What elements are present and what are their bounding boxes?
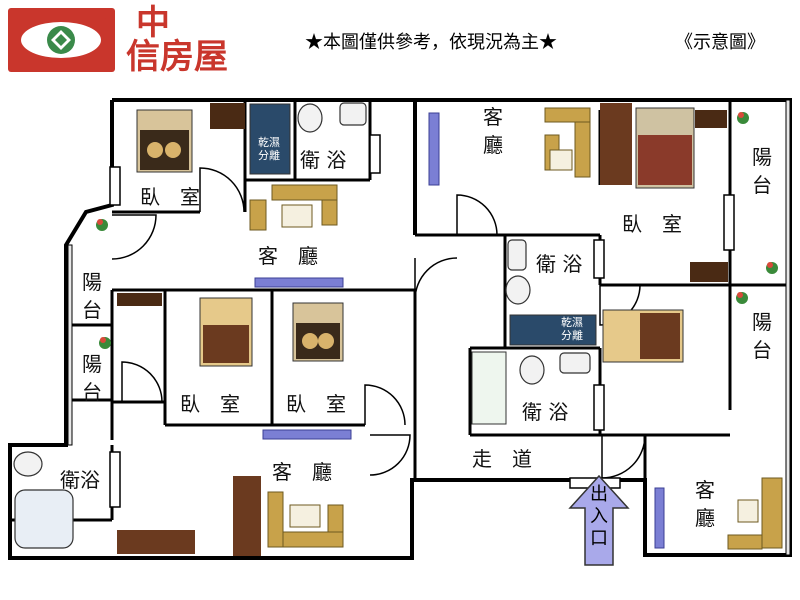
logo-emblem [8, 8, 115, 72]
entrance-label: 出入口 [590, 484, 608, 549]
room-label-living-bc: 客 廳 [272, 460, 332, 484]
bath-fixtures [13, 102, 591, 549]
room-label-bedroom-mc: 臥 室 [286, 392, 346, 416]
dry-wet-label-c: 乾濕分離 [561, 316, 583, 342]
brand-name-line2: 信房屋 [126, 37, 228, 77]
room-label-bedroom-ml: 臥 室 [180, 392, 240, 416]
entrance-arrow-icon [568, 474, 630, 566]
dry-wet-panels [249, 103, 597, 425]
room-label-bath-bl: 衛浴 [60, 468, 100, 492]
room-label-bedroom-tr: 臥 室 [622, 212, 682, 236]
room-label-living-tr: 客廳 [483, 105, 503, 157]
room-label-balcony-r2: 陽台 [752, 310, 772, 362]
room-label-bath-c: 衛 浴 [536, 252, 583, 276]
brand-name-line1: 中 [136, 3, 170, 43]
room-label-bath-tl: 衛 浴 [300, 148, 347, 172]
room-label-bath-c2: 衛 浴 [522, 400, 569, 424]
beds [136, 107, 695, 367]
schematic-label: 《示意圖》 [675, 32, 765, 53]
room-label-bedroom-tl: 臥 室 [140, 185, 200, 209]
room-label-living-l: 客 廳 [258, 244, 318, 268]
room-label-balcony-r1: 陽台 [752, 145, 772, 197]
wardrobes [117, 103, 728, 556]
balcony-rails [67, 99, 791, 556]
room-label-corridor: 走 道 [472, 447, 532, 471]
room-label-living-br: 客廳 [695, 478, 715, 530]
disclaimer-text: ★本圖僅供參考，依現況為主★ [305, 32, 557, 53]
outer-walls [8, 98, 792, 560]
sofa-sets [249, 107, 783, 550]
room-label-balcony-l2: 陽台 [82, 352, 102, 404]
plants [96, 112, 778, 349]
dry-wet-label-tl: 乾濕分離 [258, 136, 280, 162]
logo-mark-icon [14, 18, 109, 62]
room-label-balcony-l1: 陽台 [82, 270, 102, 322]
tv-units [254, 112, 665, 549]
